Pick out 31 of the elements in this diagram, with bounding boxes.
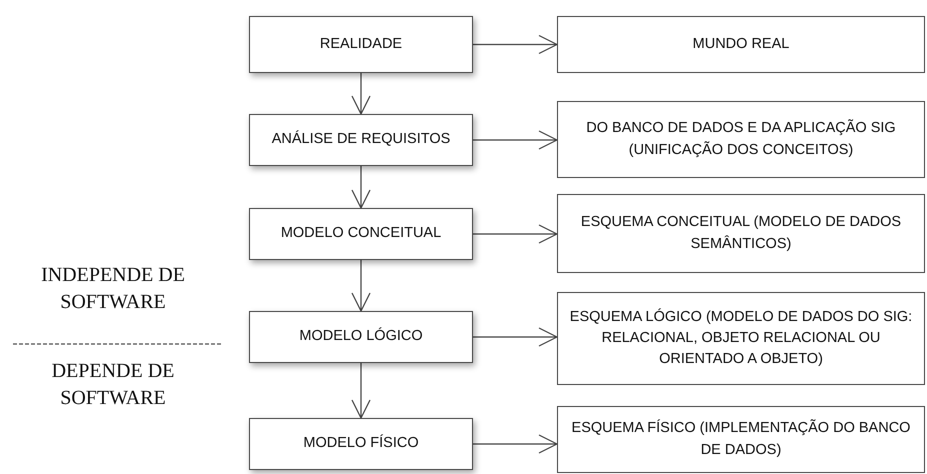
box-text: MODELO FÍSICO: [303, 433, 419, 454]
description-box: [557, 101, 925, 178]
arrow: [473, 34, 558, 54]
description-box: [557, 292, 925, 385]
process-box: [249, 418, 473, 470]
box-text: MUNDO REAL: [692, 34, 790, 54]
arrow: [473, 327, 558, 347]
box-text: ESQUEMA LÓGICO (MODELO DE DADOS DO SIG: RELACIONAL, OBJETO RELACIONAL OU ORIENTADO A OBJETO): [568, 307, 914, 369]
process-box: [249, 114, 473, 166]
process-box: [249, 208, 473, 260]
box-text: ANÁLISE DE REQUISITOS: [272, 129, 450, 150]
region-label: DEPENDE DE SOFTWARE: [50, 359, 176, 411]
arrow: [351, 73, 371, 115]
arrow: [473, 224, 558, 244]
arrow: [473, 130, 558, 150]
arrow: [351, 260, 371, 312]
arrow: [351, 363, 371, 419]
box-text: MODELO CONCEITUAL: [280, 224, 442, 244]
arrow: [351, 166, 371, 209]
box-text: DO BANCO DE DADOS E DA APLICAÇÃO SIG (UNIFICAÇÃO DOS CONCEITOS): [585, 118, 897, 160]
box-text: ESQUEMA FÍSICO (IMPLEMENTAÇÃO DO BANCO DE DADOS): [570, 418, 912, 460]
process-box: [249, 311, 473, 363]
box-text: ESQUEMA CONCEITUAL (MODELO DE DADOS SEMÂNTICOS): [580, 213, 902, 254]
description-box: [557, 16, 925, 73]
box-text: MODELO LÓGICO: [299, 326, 423, 346]
process-box: [249, 16, 473, 73]
box-text: REALIDADE: [320, 34, 402, 54]
arrow: [473, 434, 558, 454]
region-label: INDEPENDE DE SOFTWARE: [40, 263, 186, 315]
description-box: [557, 406, 925, 473]
description-box: [557, 194, 925, 273]
